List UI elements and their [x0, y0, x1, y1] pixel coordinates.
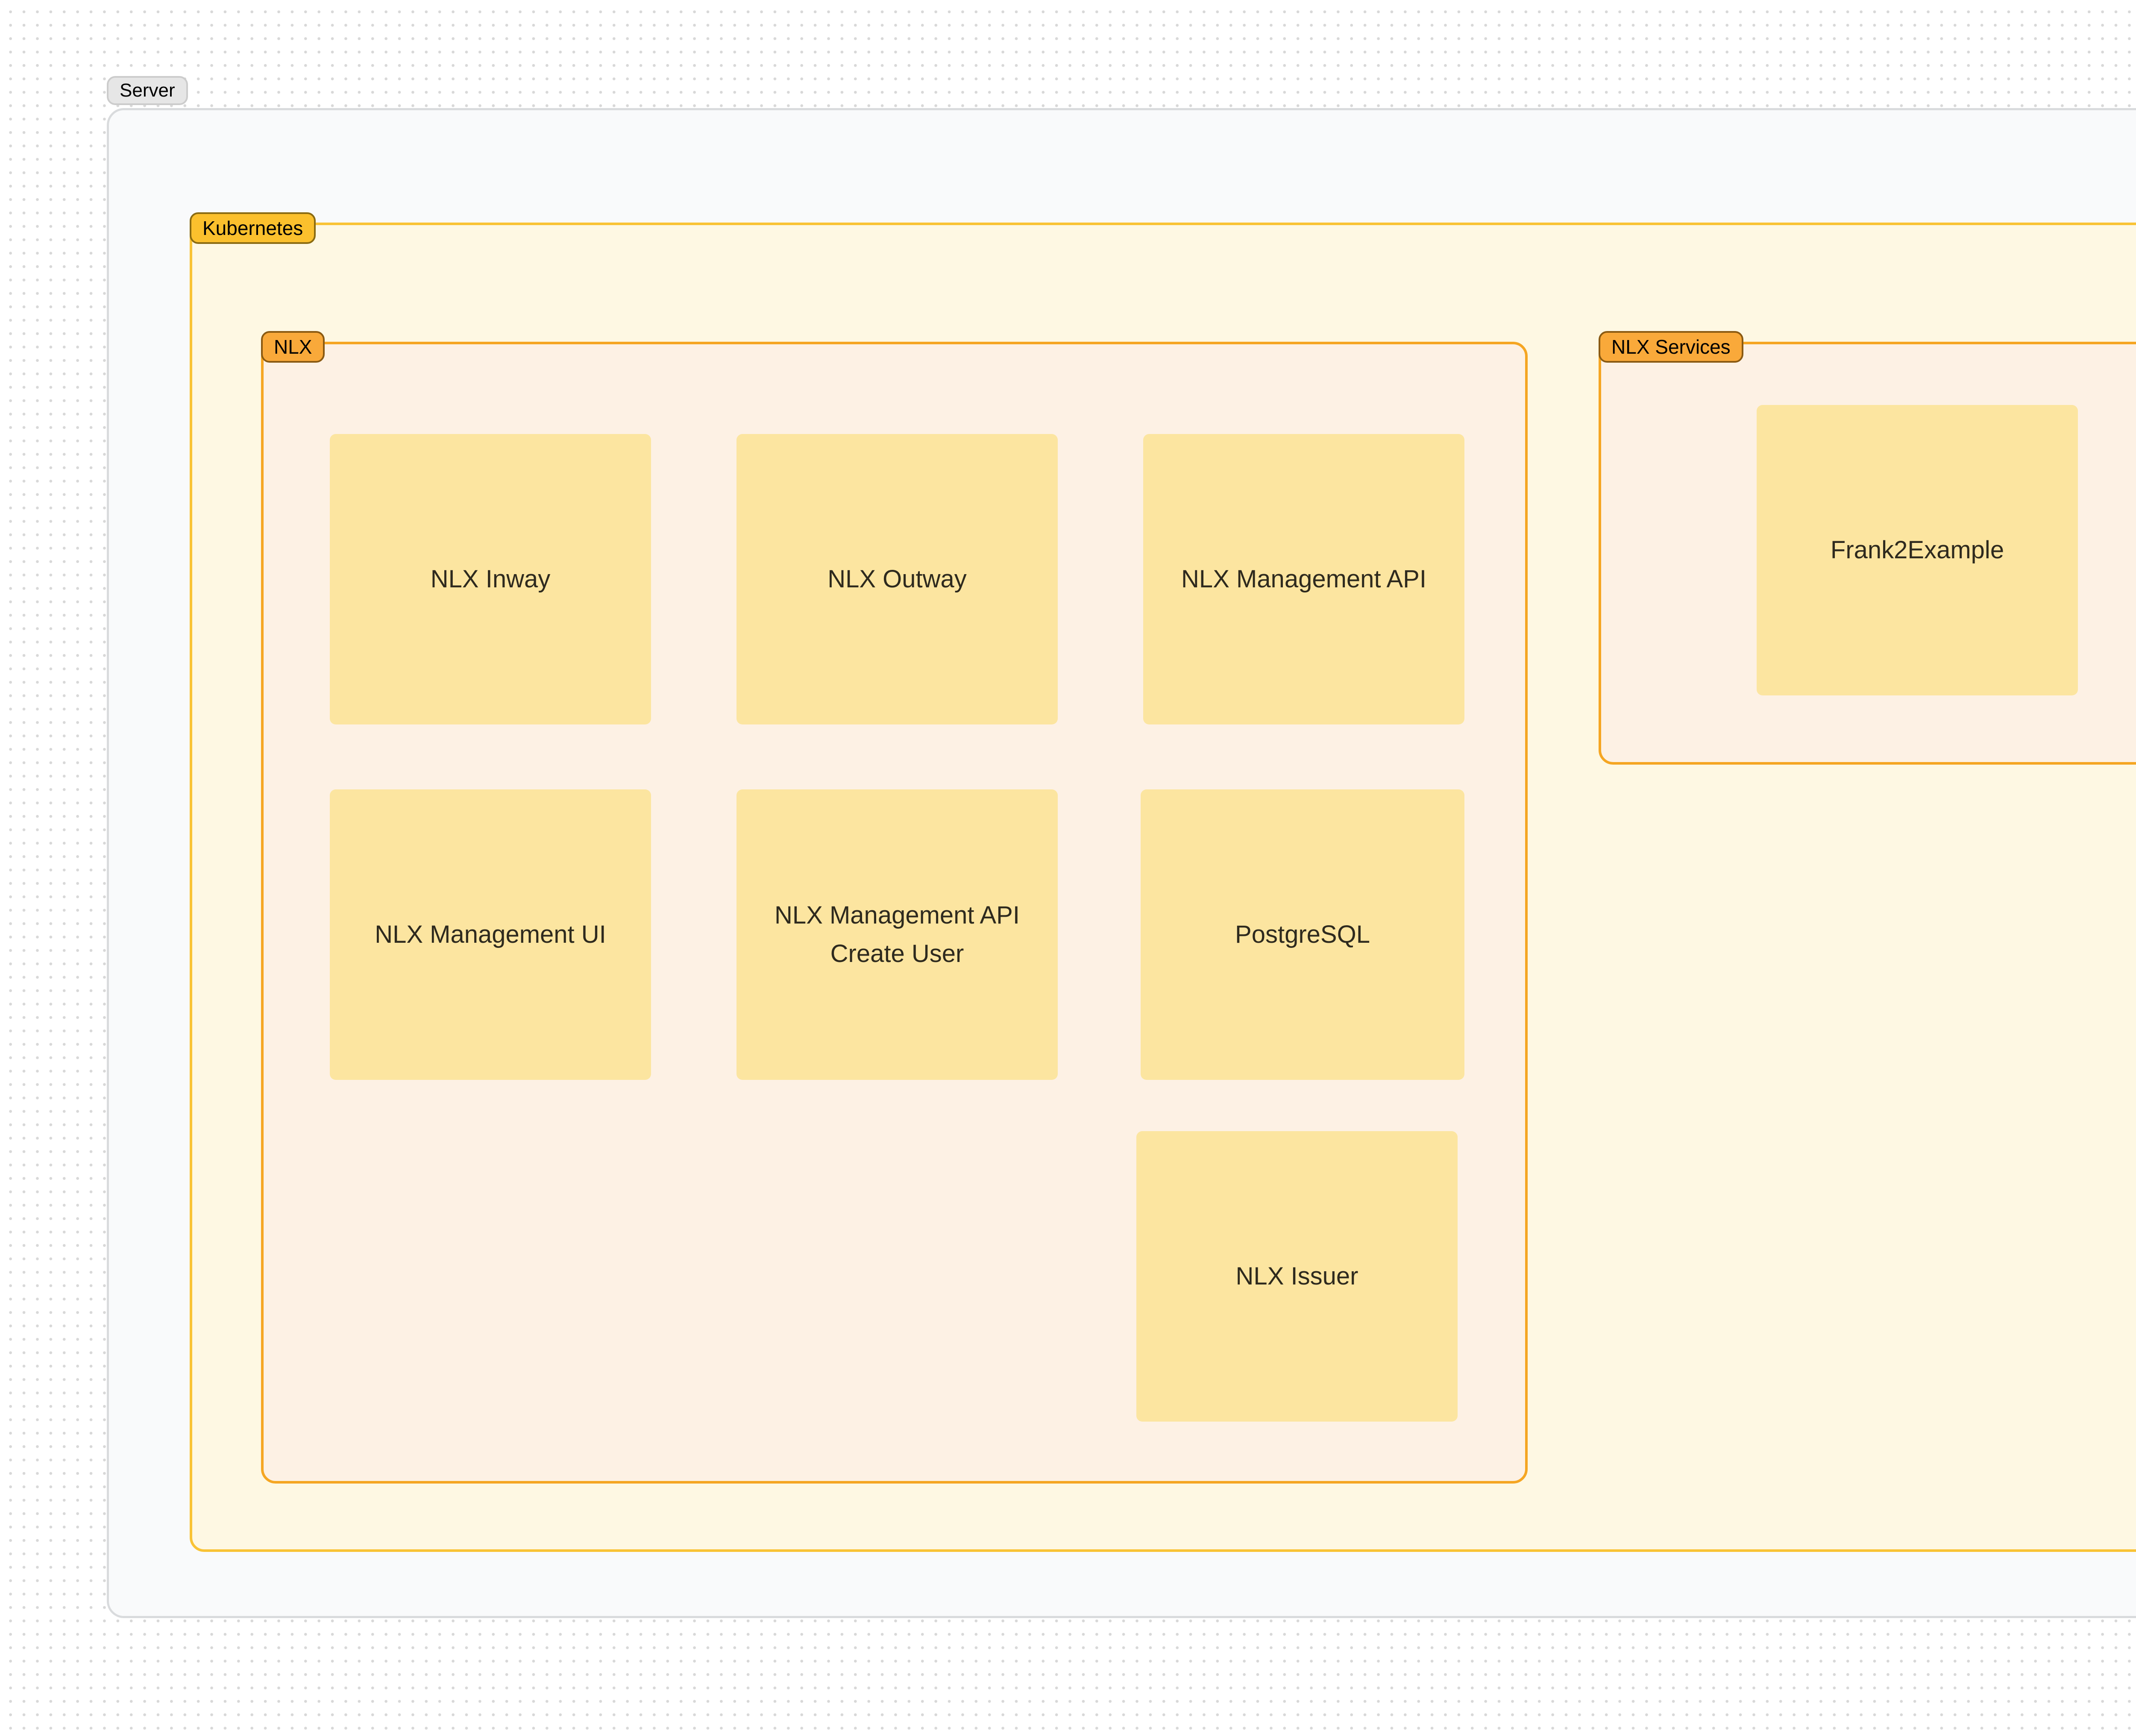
- group-label-nlx-services: NLX Services: [1599, 331, 1743, 363]
- node-label-line-2: Create User: [830, 940, 964, 968]
- node-postgresql[interactable]: PostgreSQL: [1141, 789, 1464, 1080]
- node-frank2example[interactable]: Frank2Example: [1757, 405, 2078, 695]
- node-label-multiline: NLX Management API Create User: [775, 896, 1020, 973]
- group-label-nlx: NLX: [261, 331, 325, 363]
- node-nlx-management-api[interactable]: NLX Management API: [1143, 434, 1464, 724]
- node-nlx-outway[interactable]: NLX Outway: [736, 434, 1058, 724]
- node-nlx-issuer[interactable]: NLX Issuer: [1136, 1131, 1458, 1422]
- group-label-server: Server: [107, 76, 188, 105]
- node-nlx-management-ui[interactable]: NLX Management UI: [330, 789, 651, 1080]
- node-nlx-inway[interactable]: NLX Inway: [330, 434, 651, 724]
- group-label-kubernetes: Kubernetes: [190, 212, 316, 244]
- node-nlx-management-api-create-user[interactable]: NLX Management API Create User: [736, 789, 1058, 1080]
- node-label-line-1: NLX Management API: [775, 901, 1020, 930]
